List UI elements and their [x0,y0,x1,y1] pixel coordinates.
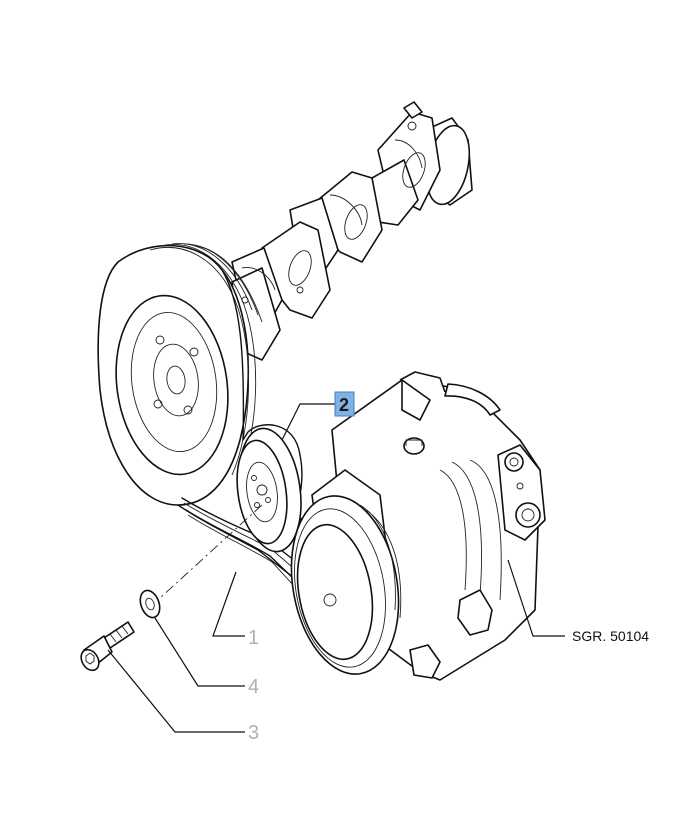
washer-drawing [139,589,161,619]
callout-1[interactable]: 1 [248,627,259,649]
crankshaft-pulley-drawing [97,243,263,506]
leader-line-reference [507,559,565,637]
idler-pulley-drawing [236,427,302,553]
callout-4[interactable]: 4 [248,676,259,698]
callout-2-highlight [334,391,355,417]
assembly-axis-line [159,504,263,599]
leader-line-1 [212,571,245,637]
callout-2[interactable]: 2 [334,391,355,417]
leader-line-3 [107,649,245,733]
reference-label: SGR. 50104 [572,628,649,644]
bolt-drawing [80,621,135,672]
leader-line-4 [154,617,245,687]
crankshaft-drawing [231,101,473,361]
callout-2-number: 2 [339,395,349,415]
leader-line-2 [281,403,338,441]
callout-3-number: 3 [248,722,259,744]
callout-1-number: 1 [248,627,259,649]
callout-4-number: 4 [248,676,259,698]
leader-lines [107,403,565,733]
callout-3[interactable]: 3 [248,722,259,744]
ac-compressor-drawing [290,371,546,681]
